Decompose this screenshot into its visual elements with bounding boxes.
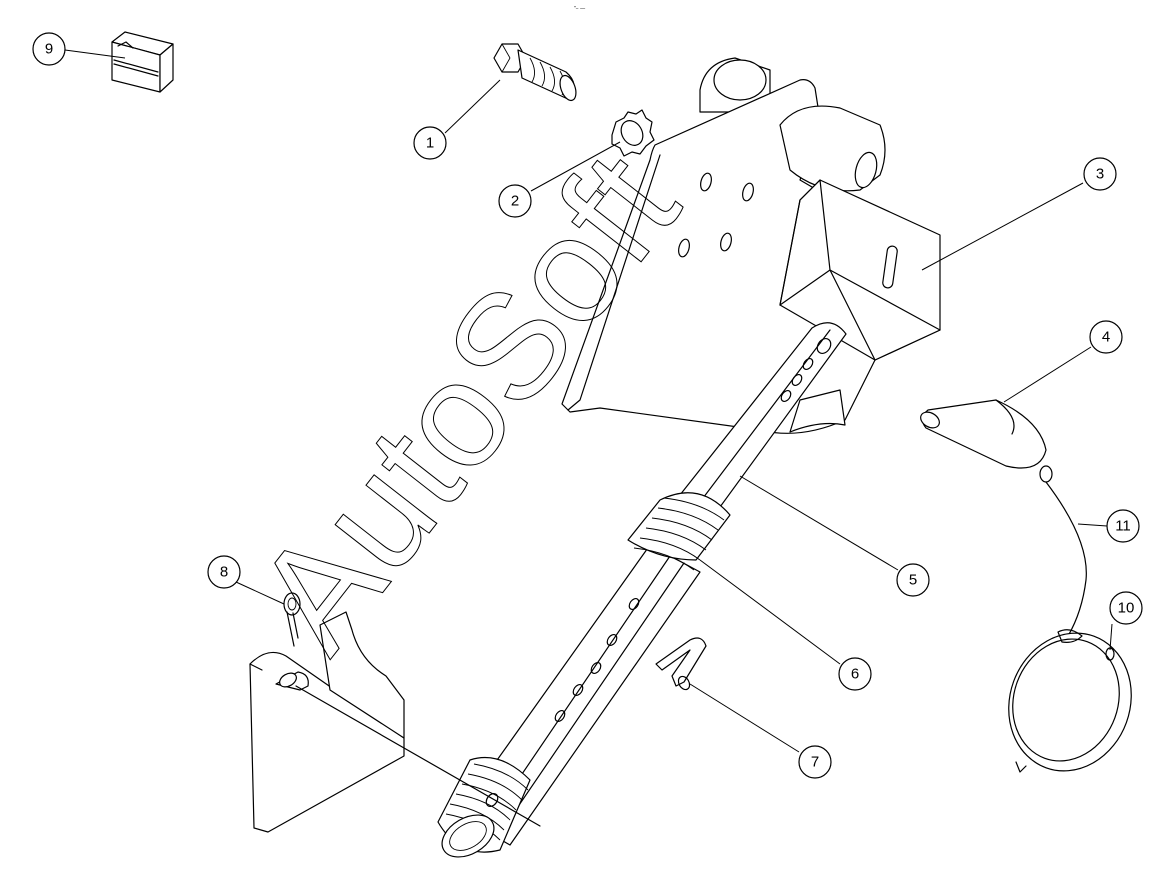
- svg-text:3: 3: [1096, 166, 1104, 183]
- svg-text:5: 5: [909, 572, 917, 589]
- svg-text:2: 2: [511, 193, 519, 210]
- callout-1: 1: [413, 126, 447, 160]
- main-bracket-plate: [561, 57, 941, 434]
- part-3-angle-bracket: [779, 179, 941, 361]
- leader-lines: [64, 49, 1113, 753]
- part-7-l-pin: [655, 637, 707, 691]
- callout-8: 8: [207, 555, 241, 589]
- clevis-plate: [249, 611, 541, 833]
- svg-text:7: 7: [811, 754, 819, 771]
- callout-7: 7: [798, 745, 832, 779]
- callout-6: 6: [838, 657, 872, 691]
- svg-text:11: 11: [1115, 518, 1131, 535]
- callout-5: 5: [896, 563, 930, 597]
- part-10-ring: [1008, 629, 1132, 773]
- part-11-lanyard: [1045, 481, 1087, 637]
- callout-3: 3: [1083, 157, 1117, 191]
- svg-text:6: 6: [851, 666, 859, 683]
- callout-9: 9: [32, 32, 66, 66]
- svg-text:1: 1: [426, 135, 434, 152]
- callout-2: 2: [498, 184, 532, 218]
- callout-10: 10: [1109, 591, 1143, 625]
- svg-text:10: 10: [1118, 600, 1135, 617]
- svg-text:9: 9: [45, 41, 53, 58]
- part-5-lever-arm: [675, 322, 847, 519]
- svg-text:8: 8: [220, 564, 228, 581]
- svg-text:4: 4: [1102, 329, 1110, 346]
- part-9-block: [111, 31, 174, 93]
- callout-4: 4: [1089, 320, 1123, 354]
- callout-11: 11: [1106, 509, 1140, 543]
- header-mark: "− —: [574, 6, 585, 12]
- part-4-snap-pin: [920, 399, 1053, 483]
- part-2-lock-washer: [611, 109, 655, 157]
- part-1-bolt: [493, 43, 577, 102]
- part-8-cotter-pin: [283, 592, 301, 647]
